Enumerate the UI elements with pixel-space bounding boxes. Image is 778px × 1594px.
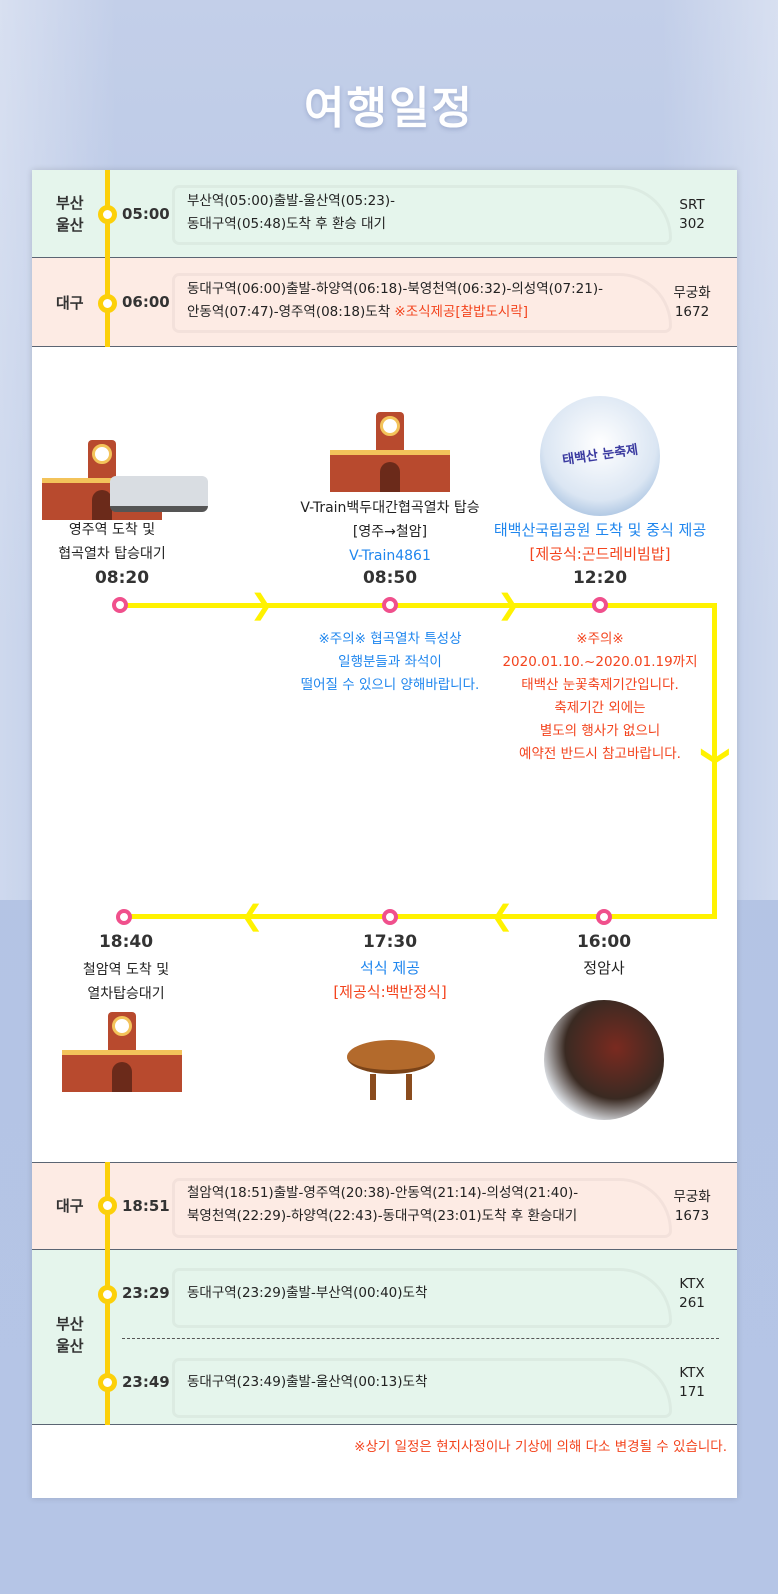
schedule-row-0600: 대구 06:00 동대구역(06:00)출발-하양역(06:18)-북영천역(0… [32,258,737,347]
train-number: 261 [679,1295,705,1311]
stop-label: V-Train백두대간협곡열차 탑승 [300,500,480,516]
timeline-line [105,170,110,347]
timeline-dot [98,1285,117,1304]
train-number: 171 [679,1384,705,1400]
route-line: 동대구역(23:49)출발-울산역(00:13)도착 [187,1374,428,1390]
route-path-bottom [124,914,717,919]
stop-label: 태백산국립공원 도착 및 중식 제공 [493,521,707,539]
stop-dot [596,909,612,925]
train-type: 무궁화 [673,285,711,301]
city-label: 울산 [56,1337,84,1355]
train-type: KTX [679,1365,705,1381]
meal-note: ※조식제공[찰밥도시락] [394,304,529,320]
stop-label: [영주→철암] [352,524,428,540]
station-icon [62,1012,182,1092]
stop-time: 08:50 [362,568,418,588]
stop-label: 정암사 [583,959,625,977]
notice-line: ※주의※ 협곡열차 특성상 [318,631,462,647]
divider [122,1338,719,1339]
meal-label: [제공식:백반정식] [333,983,447,1001]
festival-sign: 태백산 눈축제 [561,442,640,469]
train-number: 302 [679,216,705,232]
station-icon [42,440,162,520]
stop-dot [112,597,128,613]
stop-time: 08:20 [94,568,150,588]
arrow-right-icon: ❯ [497,588,521,621]
table-legs [370,1074,412,1100]
city-label: 울산 [56,216,84,234]
route-path-right [712,603,717,919]
time-label: 23:49 [122,1373,170,1391]
stop-dot [382,909,398,925]
stop-label: 영주역 도착 및 [68,522,156,538]
route-line: 동대구역(06:00)출발-하양역(06:18)-북영천역(06:32)-의성역… [187,281,603,297]
city-label: 부산 [56,1315,84,1333]
train-number: 1672 [674,304,710,320]
stop-label: 열차탑승대기 [87,986,165,1002]
notice-line: 예약전 반드시 참고바랍니다. [519,746,681,762]
city-label: 대구 [56,294,84,312]
schedule-row-1851: 대구 18:51 철암역(18:51)출발-영주역(20:38)-안동역(21:… [32,1162,737,1250]
meal-table-icon [347,1040,435,1074]
train-name: V-Train4861 [349,548,431,564]
page-title: 여행일정 [304,83,474,134]
disclaimer-note: ※상기 일정은 현지사정이나 기상에 의해 다소 변경될 수 있습니다. [354,1439,727,1455]
time-label: 18:51 [122,1197,170,1215]
timeline-dot [98,1373,117,1392]
arrow-right-icon: ❯ [250,588,274,621]
notice-line: ※주의※ [576,631,624,647]
route-line: 동대구역(23:29)출발-부산역(00:40)도착 [187,1285,428,1301]
snow-festival-image: 태백산 눈축제 [540,396,660,516]
train-type: 무궁화 [673,1189,711,1205]
city-label: 부산 [56,194,84,212]
route-line: 북영천역(22:29)-하양역(22:43)-동대구역(23:01)도착 후 환… [187,1208,578,1224]
stop-dot [382,597,398,613]
jeongamsa-temple-image [544,1000,664,1120]
stop-label: 석식 제공 [360,959,420,977]
arrow-left-icon: ❮ [240,899,264,932]
notice-line: 별도의 행사가 없으니 [539,723,661,739]
station-icon [330,412,450,492]
route-path-top [120,603,717,608]
timeline-dot [98,294,117,313]
stop-time: 17:30 [362,932,418,952]
train-number: 1673 [674,1208,710,1224]
route-line: 동대구역(05:48)도착 후 환승 대기 [187,216,386,232]
time-label: 06:00 [122,293,170,311]
timeline-dot [98,1196,117,1215]
stop-time: 16:00 [576,932,632,952]
stop-dot [592,597,608,613]
timeline-dot [98,205,117,224]
city-label: 대구 [56,1197,84,1215]
stop-time: 18:40 [98,932,154,952]
notice-line: 태백산 눈꽃축제기간입니다. [521,677,679,693]
arrow-left-icon: ❮ [490,899,514,932]
notice-line: 2020.01.10.~2020.01.19까지 [502,654,698,670]
stop-time: 12:20 [572,568,628,588]
route-line: 철암역(18:51)출발-영주역(20:38)-안동역(21:14)-의성역(2… [187,1185,579,1201]
route-line: 부산역(05:00)출발-울산역(05:23)- [187,193,395,209]
time-label: 23:29 [122,1284,170,1302]
train-type: SRT [679,197,705,213]
notice-line: 일행분들과 좌석이 [338,654,442,670]
time-label: 05:00 [122,205,170,223]
stop-label: 협곡열차 탑승대기 [58,546,166,562]
route-line: 안동역(07:47)-영주역(08:18)도착 [187,304,391,320]
meal-label: [제공식:곤드레비빔밥] [529,545,671,563]
bus-icon [110,476,208,512]
notice-line: 축제기간 외에는 [554,700,646,716]
train-type: KTX [679,1276,705,1292]
notice-line: 떨어질 수 있으니 양해바랍니다. [300,677,480,693]
stop-label: 철암역 도착 및 [82,962,170,978]
stop-dot [116,909,132,925]
